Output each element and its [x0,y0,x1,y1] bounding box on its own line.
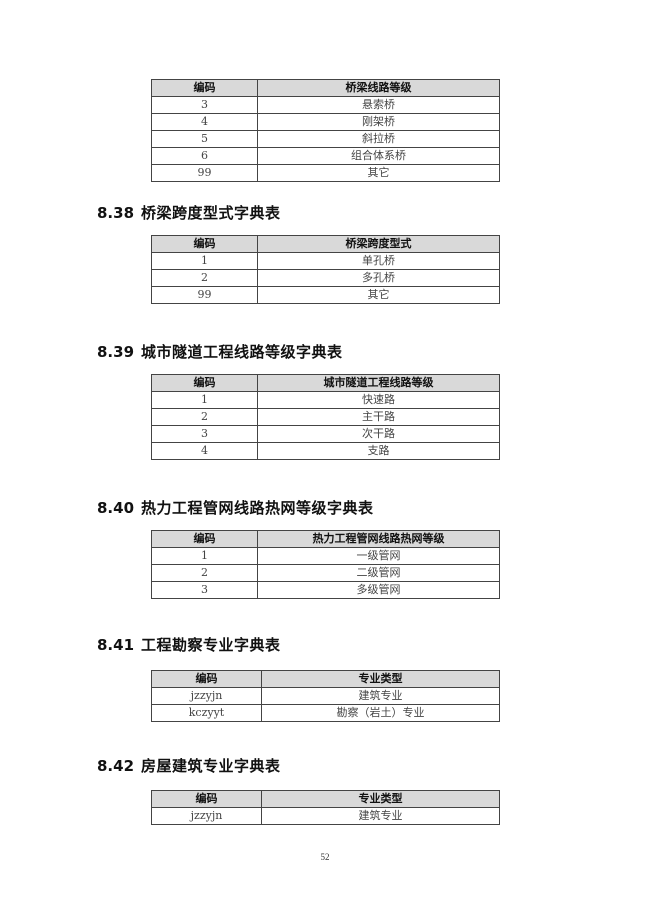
column-header-name: 热力工程管网线路热网等级 [257,530,500,548]
column-header-name: 城市隧道工程线路等级 [257,374,500,392]
value-cell: 其它 [257,164,500,182]
section-number: 8.42 [97,757,135,775]
column-header-name: 专业类型 [261,670,500,688]
value-cell: 单孔桥 [257,252,500,270]
column-header-name: 桥梁跨度型式 [257,235,500,253]
code-cell: 2 [151,564,258,582]
section-number: 8.40 [97,499,135,517]
column-header-code: 编码 [151,79,258,97]
table-header-row: 编码 城市隧道工程线路等级 [151,374,500,392]
section-heading-8-39: 8.39 城市隧道工程线路等级字典表 [97,344,343,360]
code-cell: 4 [151,113,258,131]
section-title: 热力工程管网线路热网等级字典表 [141,499,374,517]
section-heading-8-40: 8.40 热力工程管网线路热网等级字典表 [97,500,374,516]
page-number: 52 [320,852,330,862]
code-cell: 3 [151,581,258,599]
section-title: 工程勘察专业字典表 [141,636,281,654]
column-header-name: 桥梁线路等级 [257,79,500,97]
column-header-code: 编码 [151,530,258,548]
section-title: 桥梁跨度型式字典表 [141,204,281,222]
value-cell: 支路 [257,442,500,460]
column-header-name: 专业类型 [261,790,500,808]
column-header-code: 编码 [151,790,262,808]
value-cell: 二级管网 [257,564,500,582]
value-cell: 悬索桥 [257,96,500,114]
table-header-row: 编码 热力工程管网线路热网等级 [151,530,500,548]
table-header-row: 编码 桥梁线路等级 [151,79,500,97]
column-header-code: 编码 [151,235,258,253]
table-header-row: 编码 专业类型 [151,670,500,688]
value-cell: 建筑专业 [261,687,500,705]
value-cell: 建筑专业 [261,807,500,825]
column-header-code: 编码 [151,374,258,392]
section-number: 8.41 [97,636,135,654]
table-header-row: 编码 专业类型 [151,790,500,808]
value-cell: 次干路 [257,425,500,443]
section-heading-8-38: 8.38 桥梁跨度型式字典表 [97,205,281,221]
value-cell: 快速路 [257,391,500,409]
value-cell: 斜拉桥 [257,130,500,148]
section-title: 城市隧道工程线路等级字典表 [141,343,343,361]
value-cell: 组合体系桥 [257,147,500,165]
code-cell: 3 [151,96,258,114]
code-cell: 1 [151,547,258,565]
code-cell: 6 [151,147,258,165]
value-cell: 多孔桥 [257,269,500,287]
value-cell: 其它 [257,286,500,304]
column-header-code: 编码 [151,670,262,688]
code-cell: 99 [151,286,258,304]
code-cell: 2 [151,408,258,426]
value-cell: 一级管网 [257,547,500,565]
value-cell: 多级管网 [257,581,500,599]
code-cell: 1 [151,252,258,270]
code-cell: jzzyjn [151,687,262,705]
code-cell: kczyyt [151,704,262,722]
table-header-row: 编码 桥梁跨度型式 [151,235,500,253]
section-number: 8.38 [97,204,135,222]
code-cell: 4 [151,442,258,460]
code-cell: 3 [151,425,258,443]
code-cell: jzzyjn [151,807,262,825]
section-title: 房屋建筑专业字典表 [141,757,281,775]
code-cell: 2 [151,269,258,287]
code-cell: 99 [151,164,258,182]
value-cell: 主干路 [257,408,500,426]
value-cell: 刚架桥 [257,113,500,131]
code-cell: 5 [151,130,258,148]
value-cell: 勘察（岩土）专业 [261,704,500,722]
section-heading-8-41: 8.41 工程勘察专业字典表 [97,637,281,653]
section-number: 8.39 [97,343,135,361]
section-heading-8-42: 8.42 房屋建筑专业字典表 [97,758,281,774]
code-cell: 1 [151,391,258,409]
